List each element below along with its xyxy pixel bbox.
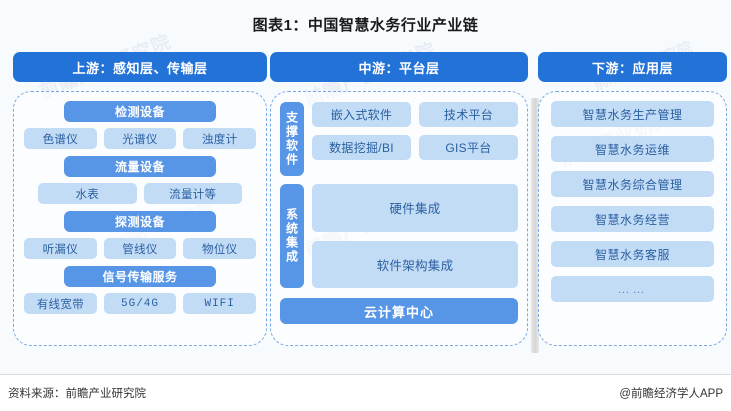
list-item[interactable]: 智慧水务综合管理 (551, 171, 714, 197)
support-software-label: 支撑软件 (280, 102, 304, 176)
chip-item[interactable]: 有线宽带 (24, 293, 97, 314)
downstream-body: 智慧水务生产管理 智慧水务运维 智慧水务综合管理 智慧水务经营 智慧水务客服 …… (538, 91, 727, 346)
column-midstream: 中游：平台层 支撑软件 嵌入式软件 技术平台 数据挖掘/BI GIS平台 系统集… (270, 52, 528, 346)
chip-item[interactable]: WIFI (183, 293, 257, 314)
chip-item[interactable]: 光谱仪 (103, 128, 177, 149)
chip-item[interactable]: 浊度计 (183, 128, 257, 149)
chip-item[interactable]: 技术平台 (419, 102, 518, 127)
chip-item[interactable]: 水表 (38, 183, 137, 204)
chip-row-probe: 听漏仪 管线仪 物位仪 (24, 238, 257, 259)
list-item-more[interactable]: …… (551, 276, 714, 302)
footer: 资料来源：前瞻产业研究院 @前瞻经济学人APP (0, 374, 731, 411)
upstream-header: 上游：感知层、传输层 (13, 52, 267, 82)
group-header-flow: 流量设备 (64, 156, 216, 177)
chip-item[interactable]: 软件架构集成 (312, 240, 518, 288)
list-item[interactable]: 智慧水务客服 (551, 241, 714, 267)
group-header-detection: 检测设备 (64, 101, 216, 122)
downstream-header: 下游：应用层 (538, 52, 727, 82)
chip-item[interactable]: 听漏仪 (24, 238, 97, 259)
chip-row-detection: 色谱仪 光谱仪 浊度计 (24, 128, 257, 149)
chip-item[interactable]: 色谱仪 (24, 128, 97, 149)
column-downstream: 下游：应用层 智慧水务生产管理 智慧水务运维 智慧水务综合管理 智慧水务经营 智… (538, 52, 727, 346)
chip-item[interactable]: 管线仪 (103, 238, 177, 259)
chip-item[interactable]: GIS平台 (419, 135, 518, 160)
chip-item[interactable]: 嵌入式软件 (312, 102, 411, 127)
chip-item[interactable]: 流量计等 (143, 183, 242, 204)
chip-row-flow: 水表 流量计等 (24, 183, 256, 204)
list-item[interactable]: 智慧水务经营 (551, 206, 714, 232)
cloud-computing-center[interactable]: 云计算中心 (280, 298, 518, 324)
page-title: 图表1：中国智慧水务行业产业链 (252, 17, 479, 34)
column-divider (531, 98, 539, 353)
list-item[interactable]: 智慧水务生产管理 (551, 101, 714, 127)
system-integration-row: 系统集成 硬件集成 软件架构集成 (280, 184, 518, 288)
group-header-signal: 信号传输服务 (64, 266, 216, 287)
chip-row-signal: 有线宽带 5G/4G WIFI (24, 293, 257, 314)
upstream-body: 检测设备 色谱仪 光谱仪 浊度计 流量设备 水表 流量计等 探测设备 听漏仪 管… (13, 91, 267, 346)
source-text: 资料来源：前瞻产业研究院 (8, 388, 146, 400)
system-integration-stack: 硬件集成 软件架构集成 (312, 184, 518, 288)
column-upstream: 上游：感知层、传输层 检测设备 色谱仪 光谱仪 浊度计 流量设备 水表 流量计等… (13, 52, 267, 346)
app-attribution: @前瞻经济学人APP (619, 388, 723, 400)
chip-item[interactable]: 物位仪 (183, 238, 257, 259)
midstream-header: 中游：平台层 (270, 52, 528, 82)
chip-item[interactable]: 5G/4G (103, 293, 177, 314)
list-item[interactable]: 智慧水务运维 (551, 136, 714, 162)
chip-item[interactable]: 数据挖掘/BI (312, 135, 411, 160)
system-integration-label: 系统集成 (280, 184, 304, 288)
chip-item[interactable]: 硬件集成 (312, 184, 518, 232)
midstream-body: 支撑软件 嵌入式软件 技术平台 数据挖掘/BI GIS平台 系统集成 硬件集成 (270, 91, 528, 346)
application-list: 智慧水务生产管理 智慧水务运维 智慧水务综合管理 智慧水务经营 智慧水务客服 …… (551, 101, 714, 302)
group-header-probe: 探测设备 (64, 211, 216, 232)
support-software-row: 支撑软件 嵌入式软件 技术平台 数据挖掘/BI GIS平台 (280, 102, 518, 176)
support-software-grid: 嵌入式软件 技术平台 数据挖掘/BI GIS平台 (312, 102, 518, 176)
